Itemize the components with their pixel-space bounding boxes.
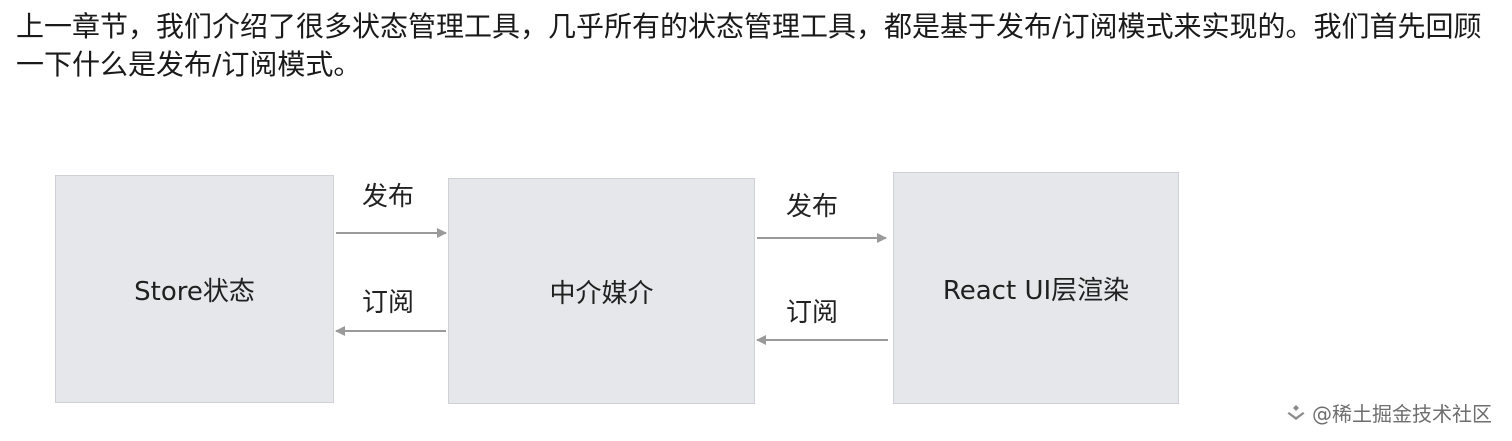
node-mediator: 中介媒介 [448,178,755,404]
node-store-label: Store状态 [134,276,255,307]
edge-label-publish-right: 发布 [786,192,839,222]
watermark-text: @稀土掘金技术社区 [1312,402,1492,426]
edge-label-publish-left: 发布 [362,182,415,212]
node-react-label: React UI层渲染 [942,275,1130,306]
node-mediator-label: 中介媒介 [549,278,654,309]
watermark: @稀土掘金技术社区 [1286,398,1492,427]
juejin-logo-icon [1287,404,1305,420]
node-store-state: Store状态 [55,175,334,403]
edge-label-subscribe-left: 订阅 [362,288,415,318]
node-react-ui-render: React UI层渲染 [893,172,1179,404]
edge-label-subscribe-right: 订阅 [786,298,839,328]
intro-paragraph: 上一章节，我们介绍了很多状态管理工具，几乎所有的状态管理工具，都是基于发布/订阅… [16,10,1482,81]
